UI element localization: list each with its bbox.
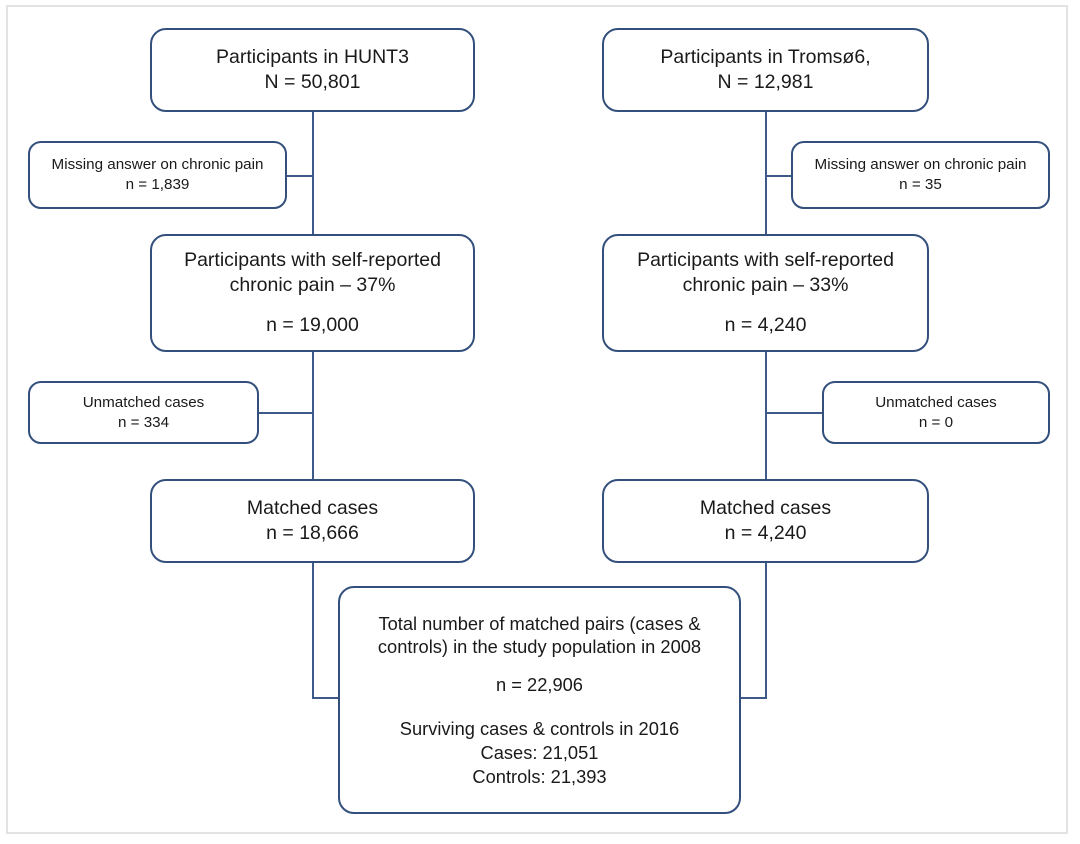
connector-right-trunk-1 <box>765 110 767 234</box>
connector-left-into-total <box>312 697 342 699</box>
connector-left-trunk-1 <box>312 110 314 234</box>
node-hunt3[interactable]: Participants in HUNT3 N = 50,801 <box>150 28 475 112</box>
node-tromso6-line1: Participants in Tromsø6, <box>660 45 871 68</box>
node-hunt3-line1: Participants in HUNT3 <box>216 45 409 68</box>
node-total-matched-pairs[interactable]: Total number of matched pairs (cases & c… <box>338 586 741 814</box>
node-unmatched-cases-left-line2: n = 334 <box>117 413 170 431</box>
connector-right-trunk-2 <box>765 351 767 479</box>
connector-right-exclusion-1 <box>765 175 792 177</box>
connector-left-exclusion-2 <box>259 412 314 414</box>
node-missing-answer-left[interactable]: Missing answer on chronic pain n = 1,839 <box>28 141 287 209</box>
node-unmatched-cases-left[interactable]: Unmatched cases n = 334 <box>28 381 259 444</box>
node-total-line1: Total number of matched pairs (cases & <box>378 612 701 634</box>
node-total-line2: controls) in the study population in 200… <box>377 636 702 658</box>
node-chronic-pain-right-line3: n = 4,240 <box>724 313 807 336</box>
node-tromso6-line2: N = 12,981 <box>717 71 814 93</box>
node-matched-cases-left[interactable]: Matched cases n = 18,666 <box>150 479 475 563</box>
node-matched-cases-right-line1: Matched cases <box>699 496 832 519</box>
node-missing-answer-right[interactable]: Missing answer on chronic pain n = 35 <box>791 141 1050 209</box>
node-matched-cases-right-line2: n = 4,240 <box>724 522 807 544</box>
node-missing-answer-right-line1: Missing answer on chronic pain <box>814 156 1027 174</box>
connector-right-trunk-3 <box>765 562 767 699</box>
node-unmatched-cases-left-line1: Unmatched cases <box>82 393 205 411</box>
node-chronic-pain-right-line2: chronic pain – 33% <box>682 274 849 297</box>
node-missing-answer-left-line2: n = 1,839 <box>125 176 190 193</box>
node-unmatched-cases-right[interactable]: Unmatched cases n = 0 <box>822 381 1050 444</box>
node-total-line5: Cases: 21,051 <box>480 741 599 763</box>
connector-left-trunk-2 <box>312 351 314 479</box>
node-unmatched-cases-right-line2: n = 0 <box>918 413 954 431</box>
node-matched-cases-right[interactable]: Matched cases n = 4,240 <box>602 479 929 563</box>
connector-right-exclusion-2 <box>765 412 822 414</box>
node-unmatched-cases-right-line1: Unmatched cases <box>875 393 997 411</box>
node-chronic-pain-right[interactable]: Participants with self-reported chronic … <box>602 234 929 352</box>
node-hunt3-line2: N = 50,801 <box>264 71 361 93</box>
node-tromso6[interactable]: Participants in Tromsø6, N = 12,981 <box>602 28 929 112</box>
node-total-line6: Controls: 21,393 <box>472 765 607 787</box>
node-matched-cases-left-line1: Matched cases <box>246 496 379 519</box>
connector-left-trunk-3 <box>312 562 314 699</box>
connector-left-exclusion-1 <box>287 175 314 177</box>
node-matched-cases-left-line2: n = 18,666 <box>266 522 359 544</box>
node-chronic-pain-left-line3: n = 19,000 <box>266 313 359 336</box>
node-chronic-pain-left-line2: chronic pain – 37% <box>229 274 396 297</box>
node-chronic-pain-left[interactable]: Participants with self-reported chronic … <box>150 234 475 352</box>
node-total-line3: n = 22,906 <box>496 674 583 696</box>
node-total-line4: Surviving cases & controls in 2016 <box>399 718 680 739</box>
node-missing-answer-right-line2: n = 35 <box>899 176 942 193</box>
node-chronic-pain-right-line1: Participants with self-reported <box>637 248 894 271</box>
node-missing-answer-left-line1: Missing answer on chronic pain <box>51 156 264 174</box>
connector-right-into-total <box>738 697 767 699</box>
node-chronic-pain-left-line1: Participants with self-reported <box>184 248 441 271</box>
